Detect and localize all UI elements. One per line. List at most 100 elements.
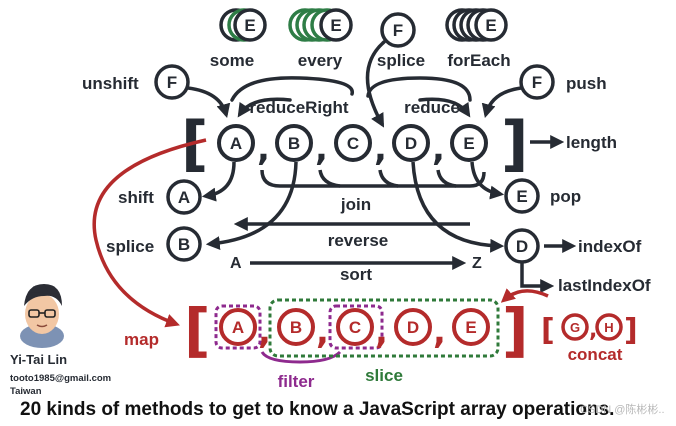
pop-node <box>504 178 540 214</box>
reduceright-label: reduceRight <box>249 98 349 117</box>
main-comma-1: , <box>257 129 270 169</box>
every-node <box>319 8 353 42</box>
concat-comma: , <box>589 318 597 343</box>
splice-remove-node <box>166 226 202 262</box>
slice-box <box>268 298 500 358</box>
unshift-node-label: F <box>167 73 177 92</box>
main-node-d <box>392 124 430 162</box>
foreach-stack: E <box>445 8 508 42</box>
main-node-e <box>450 124 488 162</box>
map-node-b <box>277 308 315 346</box>
map-node-a-label: A <box>232 318 244 337</box>
concat-node-g-label: G <box>570 320 580 335</box>
length-label: length <box>566 133 617 152</box>
splice-remove-node-label: B <box>178 235 190 254</box>
author-country: Taiwan <box>10 386 42 397</box>
lastindexof-label: lastIndexOf <box>558 276 651 295</box>
filter-box-c <box>328 304 384 350</box>
reduce-label: reduce <box>404 98 460 117</box>
splice-insert-node <box>380 12 416 48</box>
map-node-c-label: C <box>349 318 361 337</box>
unshift-node <box>154 64 190 100</box>
map-node-e <box>452 308 490 346</box>
lastindexof-arrow <box>520 262 555 293</box>
map-array: A , B , C , D , E <box>219 308 490 352</box>
every-node-label: E <box>330 16 341 35</box>
main-node-c <box>334 124 372 162</box>
map-arrow <box>92 138 207 328</box>
main-node-a-label: A <box>230 134 242 153</box>
push-node <box>519 64 555 100</box>
some-stack: E <box>219 8 267 42</box>
concat-label: concat <box>568 345 623 364</box>
reverse-label: reverse <box>328 231 389 250</box>
push-label: push <box>566 74 607 93</box>
main-comma-2: , <box>315 129 328 169</box>
foreach-label: forEach <box>447 51 510 70</box>
some-node-label: E <box>244 16 255 35</box>
some-label: some <box>210 51 254 70</box>
shift-node-label: A <box>178 188 190 207</box>
main-node-d-label: D <box>405 134 417 153</box>
map-node-b-label: B <box>290 318 302 337</box>
map-comma-2: , <box>316 312 329 352</box>
unshift-label: unshift <box>82 74 139 93</box>
indexof-source-arrow <box>411 161 505 253</box>
map-open-bracket: [ <box>184 296 211 364</box>
sort-start-label: A <box>230 255 242 272</box>
join-label: join <box>340 195 371 214</box>
main-node-a <box>217 124 255 162</box>
every-stack: E <box>288 8 353 42</box>
map-close-bracket: ] <box>502 296 529 364</box>
sort-end-label: Z <box>472 255 482 272</box>
concat-node-g <box>561 313 589 341</box>
main-node-b-label: B <box>288 134 300 153</box>
main-node-e-label: E <box>463 134 474 153</box>
author-name: Yi-Tai Lin <box>10 352 68 367</box>
map-node-e-label: E <box>465 318 476 337</box>
main-comma-3: , <box>374 129 387 169</box>
push-node-label: F <box>532 73 542 92</box>
some-node <box>233 8 267 42</box>
main-comma-4: , <box>432 129 445 169</box>
foreach-node-label: E <box>485 16 496 35</box>
map-comma-1: , <box>258 312 271 352</box>
indexof-node-label: D <box>516 237 528 256</box>
pop-node-label: E <box>516 187 527 206</box>
map-node-d <box>394 308 432 346</box>
author-email: tooto1985@gmail.com <box>10 373 112 384</box>
concat-node-h <box>595 313 623 341</box>
main-node-c-label: C <box>347 134 359 153</box>
map-node-c <box>336 308 374 346</box>
splice-bottom-label: splice <box>106 237 154 256</box>
every-label: every <box>298 51 343 70</box>
indexof-label: indexOf <box>578 237 642 256</box>
pop-label: pop <box>550 187 581 206</box>
map-comma-4: , <box>433 312 446 352</box>
map-label: map <box>124 330 159 349</box>
map-node-a <box>219 308 257 346</box>
main-close-bracket: ] <box>501 109 528 179</box>
avatar-portrait-icon <box>20 284 64 348</box>
shift-arrow <box>201 161 236 202</box>
sort-label: sort <box>340 265 372 284</box>
splice-remove-arrow <box>205 161 298 251</box>
shift-node <box>166 179 202 215</box>
filter-box-a <box>214 304 262 350</box>
join-brace <box>260 169 486 188</box>
concat-close-bracket: ] <box>624 313 638 348</box>
map-comma-3: , <box>375 312 388 352</box>
concat-arrow <box>500 288 549 303</box>
foreach-node <box>474 8 508 42</box>
pop-arrow <box>470 161 505 200</box>
slice-label: slice <box>365 366 403 385</box>
concat-open-bracket: [ <box>541 313 555 348</box>
footer-caption: 20 kinds of methods to get to know a Jav… <box>20 399 615 420</box>
top-arrows <box>186 40 523 128</box>
watermark: CSDN @陈彬彬.. <box>580 404 665 416</box>
main-node-b <box>275 124 313 162</box>
splice-insert-node-label: F <box>393 21 403 40</box>
splice-top-label: splice <box>377 51 425 70</box>
